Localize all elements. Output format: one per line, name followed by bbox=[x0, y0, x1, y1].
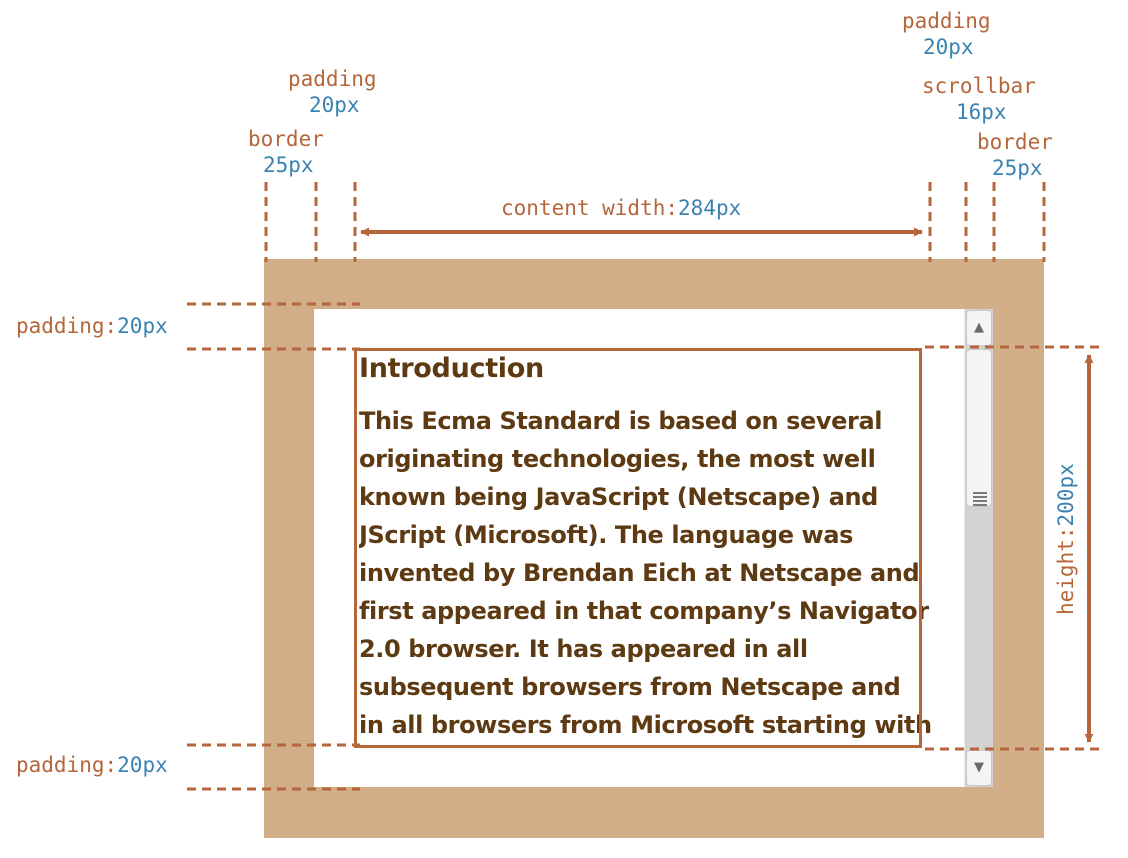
grip-line bbox=[973, 496, 987, 498]
padding-top-label: padding:20px bbox=[16, 314, 168, 338]
scroll-down-button[interactable]: ▼ bbox=[966, 750, 992, 786]
content-width-label: content width:284px bbox=[501, 196, 742, 220]
grip-line bbox=[973, 500, 987, 502]
content-line: known being JavaScript (Netscape) and bbox=[359, 483, 878, 511]
padding-bottom-label: padding:20px bbox=[16, 753, 168, 777]
padding-left-label: padding 20px bbox=[288, 67, 377, 117]
content-line: This Ecma Standard is based on several bbox=[359, 407, 883, 435]
content-line: JScript (Microsoft). The language was bbox=[359, 521, 853, 549]
grip-line bbox=[973, 504, 987, 506]
border-right-label: border 25px bbox=[977, 130, 1053, 180]
padding-right-label: padding 20px bbox=[902, 9, 991, 59]
scroll-thumb[interactable] bbox=[966, 349, 992, 507]
content-line: first appeared in that company’s Navigat… bbox=[359, 597, 929, 625]
content-box-outline bbox=[354, 348, 922, 748]
border-left-label: border 25px bbox=[248, 127, 324, 177]
vertical-scrollbar[interactable]: ▲ ▼ bbox=[964, 309, 993, 787]
content-line: 2.0 browser. It has appeared in all bbox=[359, 635, 808, 663]
content-line: invented by Brendan Eich at Netscape and bbox=[359, 559, 920, 587]
content-line: in all browsers from Microsoft starting … bbox=[359, 711, 932, 739]
scrollable-content: Introduction This Ecma Standard is based… bbox=[359, 349, 999, 743]
height-label: height:200px bbox=[1054, 463, 1078, 615]
element-padding-area bbox=[314, 309, 964, 787]
content-heading: Introduction bbox=[359, 353, 544, 384]
scroll-up-button[interactable]: ▲ bbox=[966, 310, 992, 346]
scrollbar-label: scrollbar 16px bbox=[922, 74, 1036, 124]
content-line: subsequent browsers from Netscape and bbox=[359, 673, 901, 701]
content-line: originating technologies, the most well bbox=[359, 445, 876, 473]
grip-line bbox=[973, 492, 987, 494]
